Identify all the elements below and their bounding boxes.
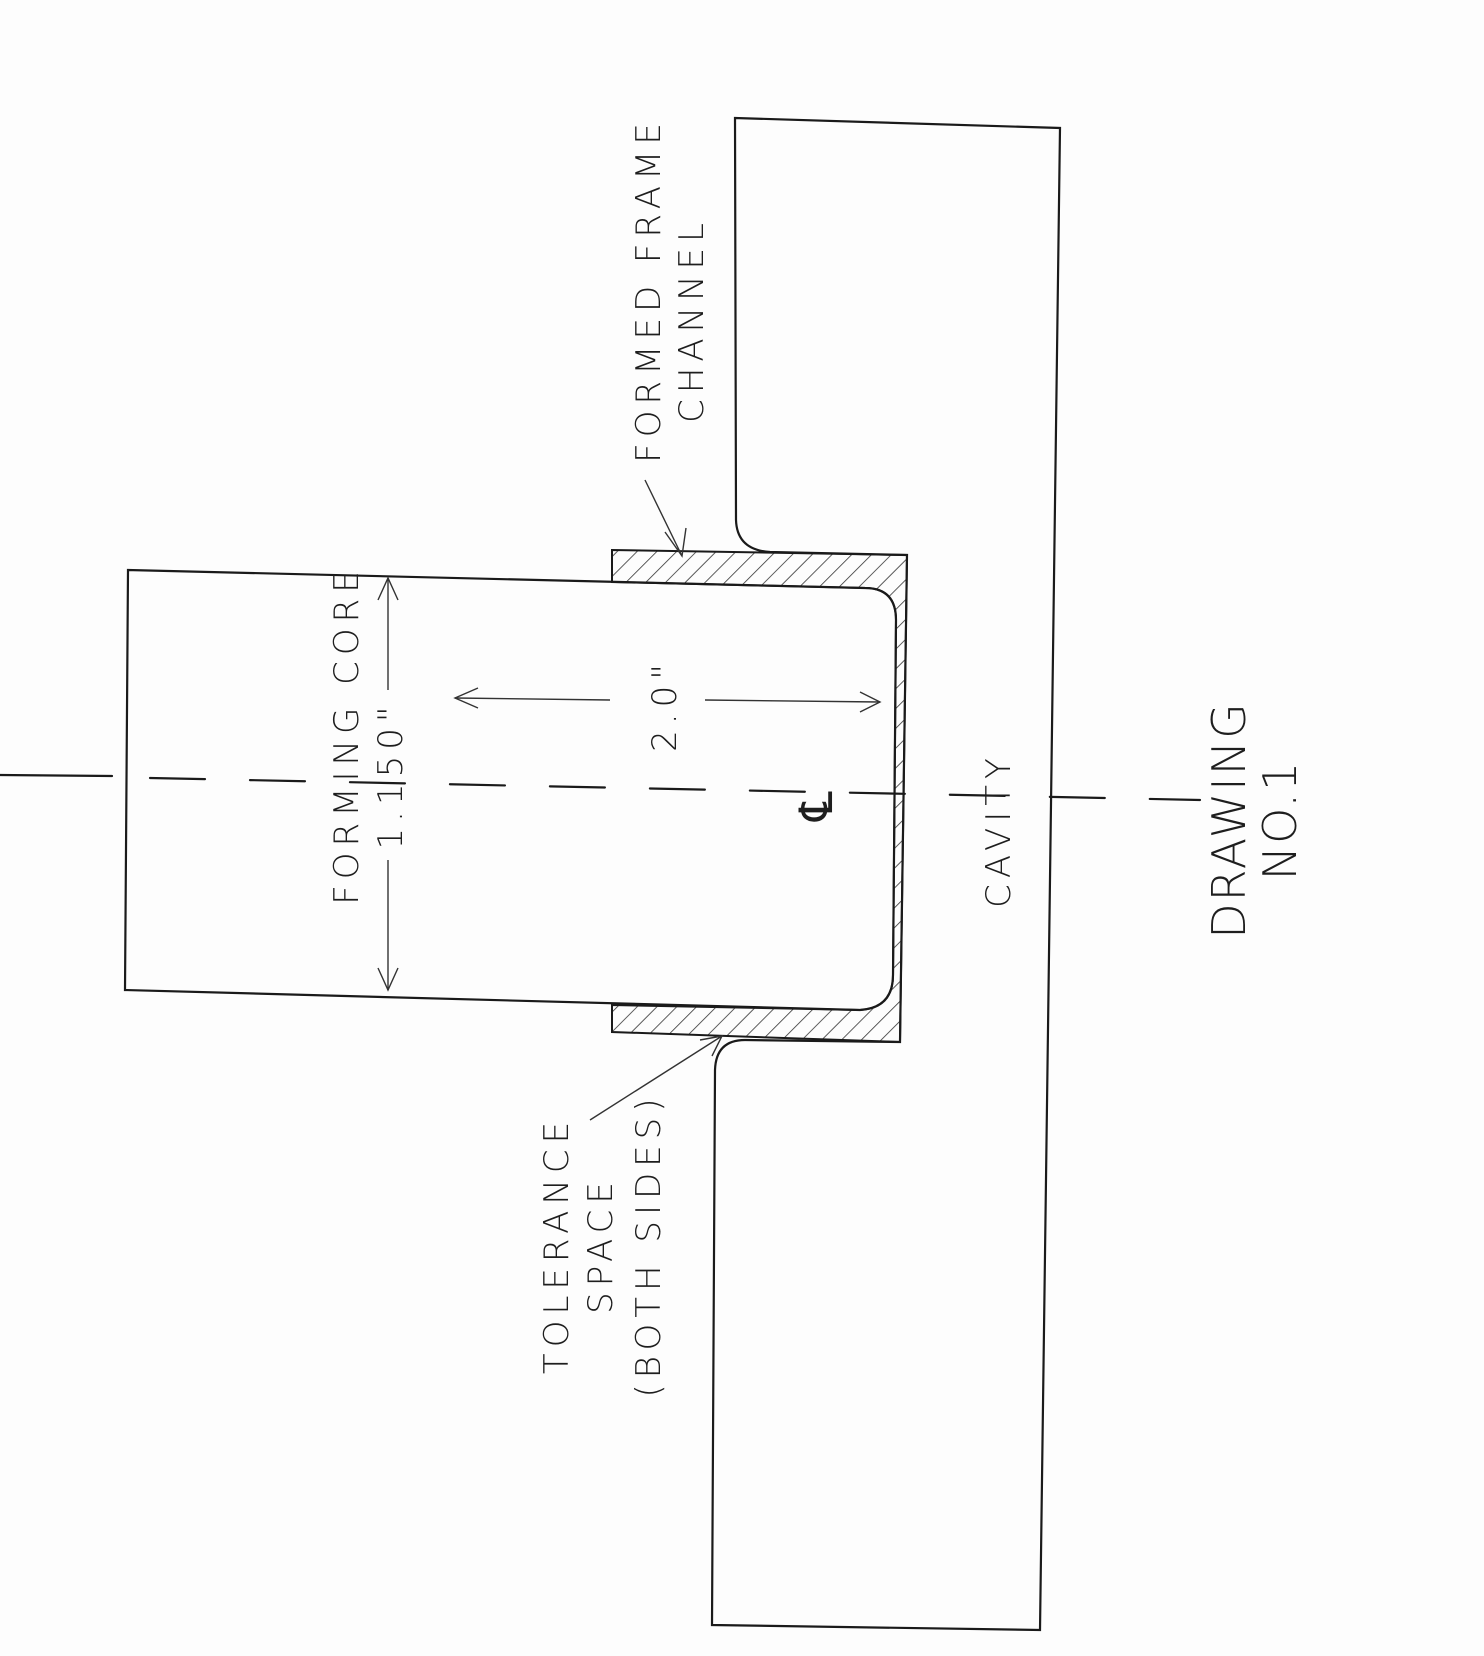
- depth-dimension-arrow-left: [453, 687, 479, 709]
- formed-frame-channel: [611, 548, 909, 1044]
- centerline-solid: [0, 773, 114, 778]
- label-formed-frame: FORMED FRAME: [629, 117, 669, 463]
- label-forming-core: FORMING CORE: [327, 565, 367, 905]
- label-drawing-number: NO.1: [1253, 760, 1307, 881]
- depth-dimension-line-right: [704, 699, 881, 703]
- label-depth-dimension: 2.0": [645, 658, 685, 752]
- label-both-sides: (BOTH SIDES): [629, 1093, 669, 1398]
- depth-dimension-arrow-right: [859, 691, 882, 713]
- label-tolerance: TOLERANCE: [537, 1116, 577, 1374]
- core-dimension-arrow-bottom: [377, 967, 399, 992]
- cavity-block: [710, 116, 1062, 1632]
- forming-core: [123, 568, 898, 1012]
- label-channel: CHANNEL: [672, 217, 712, 423]
- core-dimension-arrow-top: [377, 576, 399, 601]
- centerline-dashed: [148, 776, 1202, 802]
- centerline-symbol: ℄: [789, 789, 843, 822]
- channel-leader-arrow: [644, 479, 687, 558]
- label-cavity: CAVITY: [979, 752, 1019, 908]
- label-core-dimension: 1.150": [371, 701, 411, 850]
- label-drawing: DRAWING: [1202, 701, 1256, 939]
- label-space: SPACE: [581, 1176, 621, 1314]
- depth-dimension-line-left: [454, 697, 611, 701]
- tolerance-leader-arrow: [589, 1035, 724, 1121]
